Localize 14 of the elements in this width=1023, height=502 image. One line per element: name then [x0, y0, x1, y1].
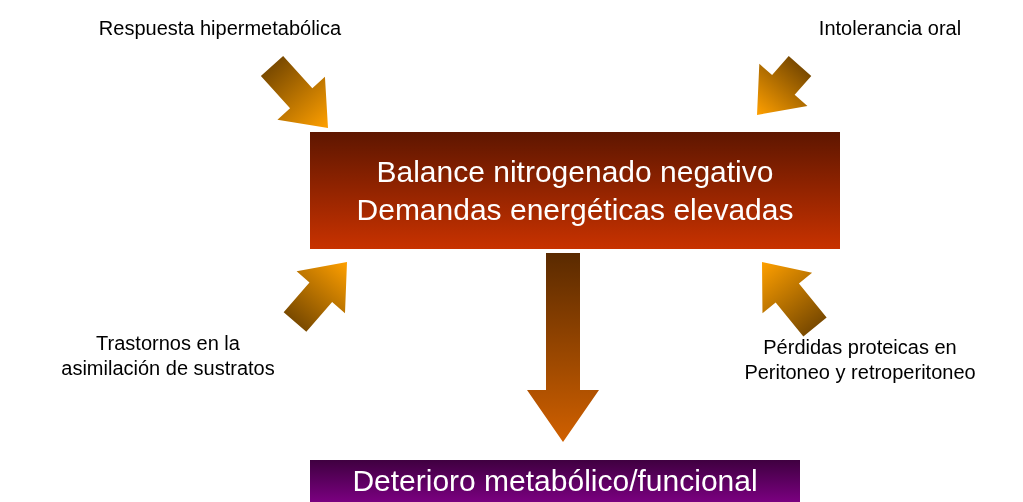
- block-arrow: [283, 262, 347, 332]
- block-arrow: [762, 262, 827, 337]
- box-text: Demandas energéticas elevadas: [356, 191, 794, 228]
- cause-label: Trastornos en la asimilación de sustratos: [60, 331, 276, 381]
- block-arrow: [527, 253, 599, 442]
- block-arrow: [757, 56, 812, 115]
- cause-label: Pérdidas proteicas en Peritoneo y retroperitoneo: [743, 335, 977, 385]
- box-text: Deterioro metabólico/funcional: [352, 463, 758, 500]
- process-box: [310, 460, 800, 502]
- cause-label: Intolerancia oral: [818, 15, 962, 41]
- process-box: [310, 132, 840, 249]
- cause-label: Respuesta hipermetabólica: [98, 15, 342, 41]
- block-arrow: [260, 55, 328, 128]
- box-text: Balance nitrogenado negativo: [376, 154, 774, 190]
